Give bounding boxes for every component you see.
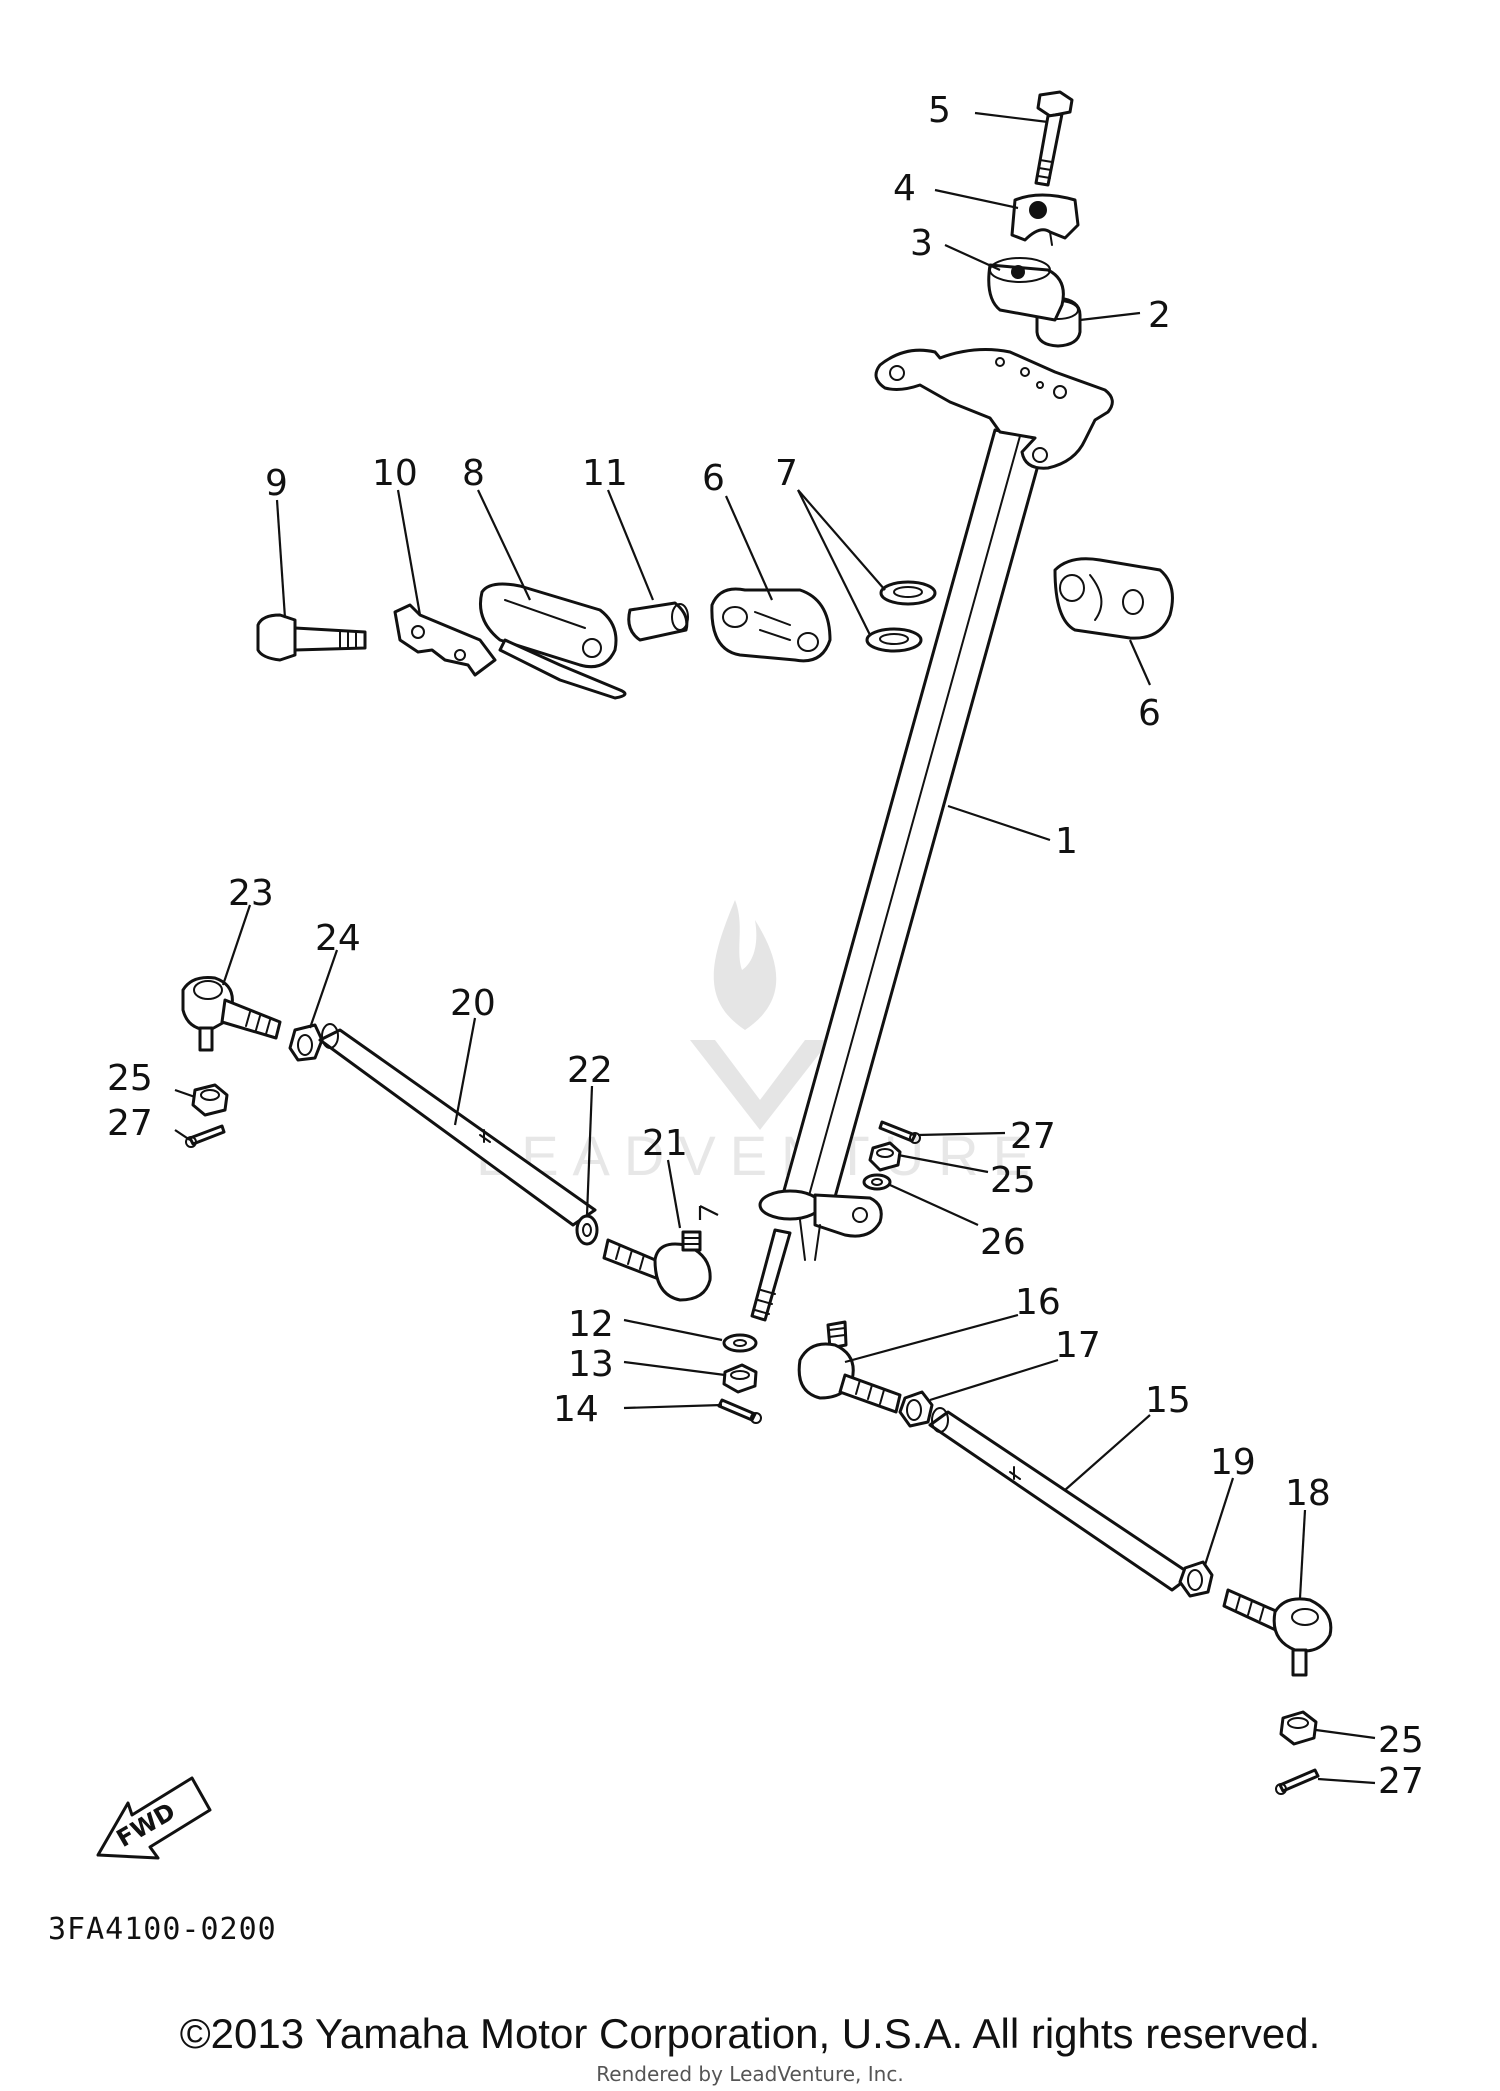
callout-12: 12 bbox=[568, 1304, 614, 1345]
callout-25-right: 25 bbox=[1378, 1720, 1424, 1761]
part-27-cotter-pin-left bbox=[185, 1124, 226, 1148]
part-15-tie-rod-right bbox=[928, 1407, 1194, 1592]
callout-10: 10 bbox=[372, 453, 418, 494]
callout-24: 24 bbox=[315, 918, 361, 959]
callout-9: 9 bbox=[265, 463, 288, 504]
callout-4: 4 bbox=[893, 168, 916, 209]
part-7-clips bbox=[865, 580, 937, 653]
part-25-nut-center bbox=[868, 1141, 902, 1172]
callout-25-left: 25 bbox=[107, 1058, 153, 1099]
part-5-bolt bbox=[1034, 90, 1074, 187]
part-10-bracket bbox=[393, 603, 497, 677]
part-12-washer bbox=[722, 1333, 758, 1353]
rendered-by-credit: Rendered by LeadVenture, Inc. bbox=[596, 2062, 904, 2086]
part-6-holder-center bbox=[710, 587, 832, 663]
callout-23: 23 bbox=[228, 873, 274, 914]
callout-5: 5 bbox=[928, 90, 951, 131]
fwd-arrow-icon: FWD bbox=[96, 1776, 212, 1860]
callout-27-center: 27 bbox=[1010, 1116, 1056, 1157]
callout-3: 3 bbox=[910, 223, 933, 264]
callout-17: 17 bbox=[1055, 1325, 1101, 1366]
callout-20: 20 bbox=[450, 983, 496, 1024]
leader-lines bbox=[174, 111, 1376, 1785]
part-16-tie-rod-end-inner-right bbox=[797, 1320, 902, 1414]
part-6-holder-right bbox=[1053, 557, 1174, 640]
callout-2: 2 bbox=[1148, 295, 1171, 336]
callout-11: 11 bbox=[582, 453, 628, 494]
callout-27-right: 27 bbox=[1378, 1761, 1424, 1802]
part-3-holder-lower bbox=[987, 257, 1065, 322]
part-9-bolt bbox=[256, 613, 367, 662]
callout-15: 15 bbox=[1145, 1380, 1191, 1421]
part-1-top-bracket bbox=[874, 348, 1114, 470]
part-27-cotter-pin-center bbox=[878, 1120, 921, 1144]
callout-7: 7 bbox=[775, 453, 798, 494]
part-14-cotter-pin bbox=[717, 1398, 762, 1424]
watermark-logo: LEADVENTURE bbox=[476, 900, 1030, 1187]
part-18-tie-rod-end-outer-right bbox=[1222, 1588, 1333, 1677]
part-24-nut-left bbox=[288, 1023, 324, 1062]
callout-21: 21 bbox=[642, 1123, 688, 1164]
part-1-pitman-arm bbox=[758, 1189, 883, 1261]
part-25-nut-right bbox=[1279, 1710, 1318, 1746]
part-8-lever-plate bbox=[479, 582, 627, 700]
callout-6-center: 6 bbox=[702, 458, 725, 499]
part-26-washer bbox=[862, 1173, 892, 1191]
part-22-washer bbox=[575, 1214, 599, 1246]
part-21-tie-rod-end-inner bbox=[602, 1230, 712, 1302]
copyright-notice: ©2013 Yamaha Motor Corporation, U.S.A. A… bbox=[179, 2010, 1321, 2057]
callout-27-left: 27 bbox=[107, 1103, 153, 1144]
callout-16: 16 bbox=[1015, 1282, 1061, 1323]
callout-25-center: 25 bbox=[990, 1160, 1036, 1201]
part-23-tie-rod-end-left bbox=[181, 976, 282, 1052]
callout-1: 1 bbox=[1055, 821, 1078, 862]
callout-18: 18 bbox=[1285, 1473, 1331, 1514]
part-27-cotter-pin-right bbox=[1275, 1768, 1320, 1795]
part-11-collar bbox=[627, 601, 689, 642]
part-13-nut bbox=[722, 1363, 758, 1394]
callout-6-right: 6 bbox=[1138, 693, 1161, 734]
callout-14: 14 bbox=[553, 1389, 599, 1430]
callout-labels: 1 2 3 4 5 6 6 7 8 9 10 11 12 13 14 15 16… bbox=[107, 90, 1424, 1802]
callout-13: 13 bbox=[568, 1344, 614, 1385]
part-25-nut-left bbox=[191, 1083, 229, 1117]
callout-8: 8 bbox=[462, 453, 485, 494]
callout-19: 19 bbox=[1210, 1442, 1256, 1483]
callout-22: 22 bbox=[567, 1050, 613, 1091]
part-19-nut-right bbox=[1178, 1560, 1214, 1598]
callout-26: 26 bbox=[980, 1222, 1026, 1263]
part-17-nut-right bbox=[898, 1390, 934, 1428]
part-20-tie-rod-left bbox=[318, 1023, 597, 1227]
part-4-holder-upper bbox=[1010, 193, 1080, 246]
diagram-code: 3FA4100-0200 bbox=[48, 1912, 277, 1947]
